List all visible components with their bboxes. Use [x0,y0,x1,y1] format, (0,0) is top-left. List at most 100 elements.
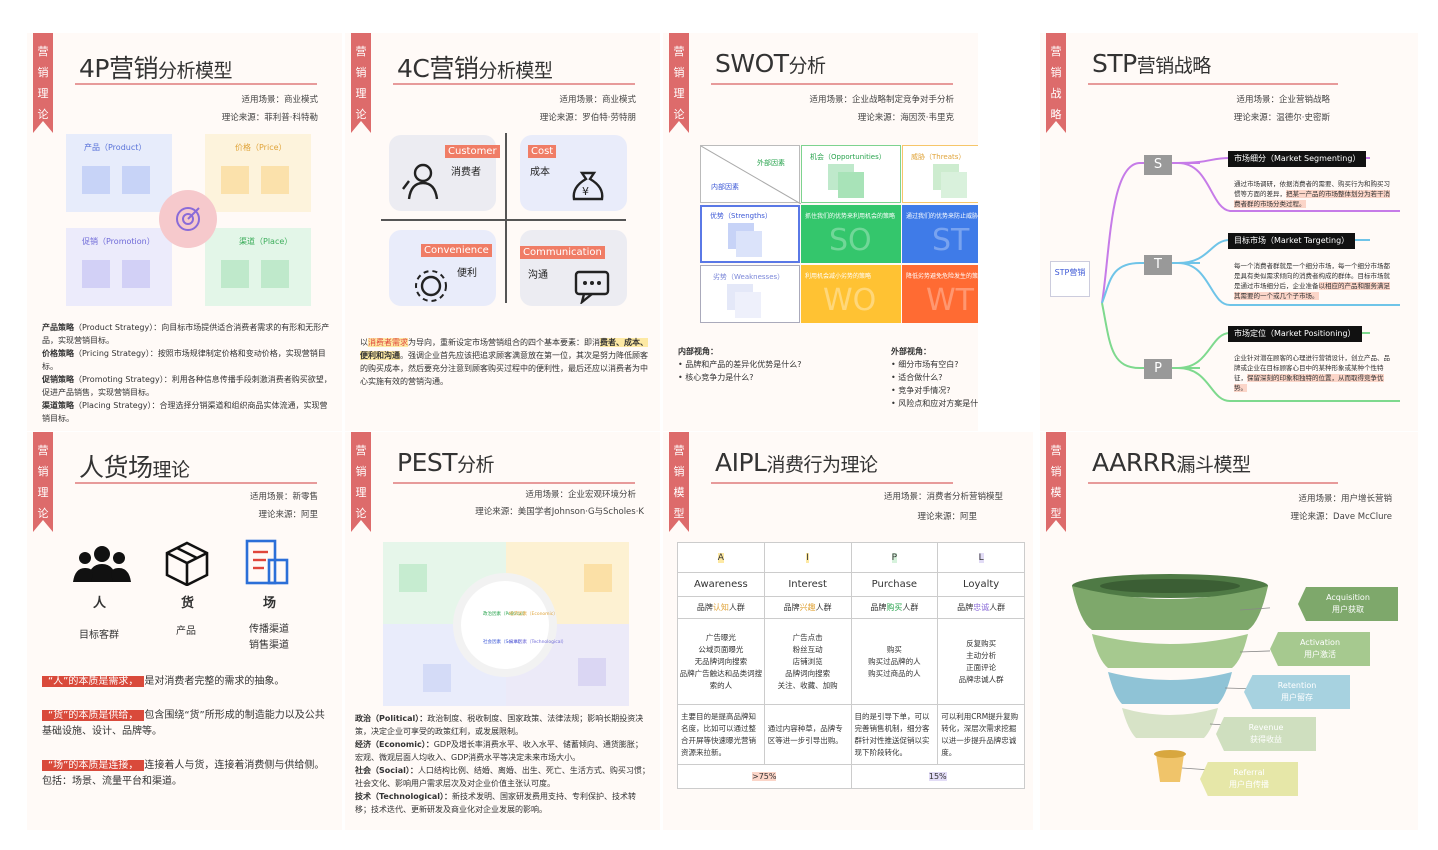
people-icon [73,546,131,582]
ribbon: 营销理论 [669,33,689,133]
title-underline [75,83,317,85]
card-stp: 营销战略 STP营销战略 适用场景：企业营销战略 理论来源：温德尔·史密斯 ST… [1040,33,1418,431]
card-aarrr: 营销模型 AARRR漏斗模型 适用场景：用户增长营销 理论来源：Dave McC… [1040,432,1418,830]
quad-promotion: 促销（Promotion） [66,228,172,306]
svg-text:¥: ¥ [582,185,589,198]
head-segmenting: 市场细分（Market Segmenting） [1228,151,1367,167]
body-segmenting: 通过市场调研，依据消费者的需要、购买行为和购买习惯等方面的差异，把某一产品的市场… [1234,180,1390,208]
strategy-list: 产品策略（Product Strategy）：向目标市场提供适合消费者需求的有形… [42,323,332,423]
letter-p: P [1144,359,1172,379]
col-people-big: 人 [93,596,107,611]
axis-v [505,133,507,303]
quad-product: 产品（Product） [66,134,172,212]
item-cost: Cost 成本 ¥ [520,135,627,211]
head-positioning: 市场定位（Market Positioning） [1228,326,1362,342]
ribbon: 营销战略 [1046,33,1066,133]
swot-grid: 外部因素 内部因素 机会（Opportunities） 威胁（Threats） … [700,145,978,323]
col-people-sub: 目标客群 [79,630,119,641]
scene-label: 适用场景：企业宏观环境分析 [525,490,636,500]
outer-view: 外部视角： • 细分市场有空白? • 适合做什么? • 竞争对手情况? • 风险… [891,347,978,408]
ribbon: 营销理论 [33,432,53,532]
card-4c: 营销理论 4C营销分析模型 适用场景：商业模式 理论来源：罗伯特·劳特朋 Cus… [345,33,660,431]
source-label: 理论来源：菲利普·科特勒 [221,113,318,123]
stp-center: STP营销 [1050,261,1090,297]
item-customer: Customer 消费者 [389,135,500,211]
title-underline [1088,83,1338,85]
4c-description: 以消费者需求为导向，重新设定市场营销组合的四个基本要素：即消费者、成本、便利和沟… [360,338,648,386]
funnel [1072,574,1270,782]
body-targeting: 每一个消费者群就是一个细分市场，每一个细分市场都是具有类似需求倾向的消费者构成的… [1234,262,1390,300]
card-title: STP营销战略 [1092,49,1211,78]
card-swot: 营销理论 SWOT分析 适用场景：企业战略制定竞争对手分析 理论来源：海因茨·韦… [663,33,978,431]
col-field-sub: 传播渠道 销售渠道 [249,624,289,651]
title-underline [75,482,317,484]
card-4p: 营销理论 4P营销分析模型 适用场景：商业模式 理论来源：菲利普·科特勒 产品（… [27,33,342,431]
card-title: 4P营销分析模型 [79,54,233,83]
scene-label: 适用场景：用户增长营销 [1298,494,1392,504]
ribbon: 营销理论 [351,33,371,133]
source-label: 理论来源：罗伯特·劳特朋 [539,113,636,123]
card-title: AIPL消费行为理论 [715,448,878,477]
col-goods-big: 货 [181,596,195,611]
box-icon [165,541,209,586]
quad-place: 渠道（Place） [205,228,311,306]
source-label: 理论来源：海因茨·韦里克 [857,113,954,123]
scene-label: 适用场景：消费者分析营销模型 [883,492,1003,502]
card-title: AARRR漏斗模型 [1092,448,1251,477]
letter-s: S [1144,155,1172,175]
para-goods: “货”的本质是供给，包含围绕“货”所形成的制造能力以及公共基础设施、设计、品牌等… [42,710,325,737]
money-bag-icon: ¥ [572,171,604,201]
card-title: 人货场理论 [79,453,190,482]
card-pest: 营销理论 PEST分析 适用场景：企业宏观环境分析 理论来源：美国学者Johns… [345,432,660,830]
source-label: 理论来源：美国学者Johnson·G与Scholes·K [475,507,644,517]
card-title: 4C营销分析模型 [397,54,553,83]
gear-icon [415,270,447,302]
source-label: 理论来源：温德尔·史密斯 [1233,113,1330,123]
scene-label: 适用场景：企业营销战略 [1236,95,1330,105]
quad-price: 价格（Price） [205,134,311,212]
title-underline [711,83,953,85]
scene-label: 适用场景：商业模式 [559,95,636,105]
body-positioning: 企业针对潜在顾客的心理进行营销设计，创立产品、品牌或企业在目标顾客心目中的某种形… [1234,354,1390,392]
letter-t: T [1144,255,1172,275]
aipl-table: A I P L Awareness Interest Purchase Loya… [677,542,1025,789]
card-rhc: 营销理论 人货场理论 适用场景：新零售 理论来源：阿里 人 目标客群 货 产品 … [27,432,342,830]
person-icon [402,163,439,200]
ribbon: 营销模型 [669,432,689,532]
col-field-big: 场 [263,596,277,611]
source-label: 理论来源：阿里 [917,512,977,522]
axis-h [381,219,626,221]
item-convenience: Convenience 便利 [389,230,496,306]
scene-label: 适用场景：商业模式 [241,95,318,105]
card-title: PEST分析 [397,448,495,477]
ribbon: 营销理论 [351,432,371,532]
card-aipl: 营销模型 AIPL消费行为理论 适用场景：消费者分析营销模型 理论来源：阿里 A… [663,432,1033,830]
item-communication: Communication 沟通 [520,230,627,306]
inner-view: 内部视角： • 品牌和产品的差异化优势是什么? • 核心竞争力是什么? [678,347,802,382]
title-underline [711,482,953,484]
target-icon [159,190,217,248]
pest-ring: 政治因素（Political） 经济因素（Economic） 社会因素（Soci… [453,573,566,677]
pest-list: 政治（Political）：政治制度、税收制度、国家政策、法律法规；影响长期投资… [355,714,650,814]
ribbon: 营销模型 [1046,432,1066,532]
title-underline [393,83,635,85]
chat-icon [574,270,610,304]
scene-label: 适用场景：新零售 [249,492,318,502]
source-label: 理论来源：Dave McClure [1290,512,1392,522]
scene-label: 适用场景：企业战略制定竞争对手分析 [809,95,954,105]
para-field: “场”的本质是连接，连接着人与货，连接着消费侧与供给侧。包括：场景、流量平台和渠… [42,760,325,787]
card-title: SWOT分析 [715,49,826,78]
col-goods-sub: 产品 [176,626,196,637]
head-targeting: 目标市场（Market Targeting） [1228,233,1356,249]
ribbon: 营销理论 [33,33,53,133]
source-label: 理论来源：阿里 [258,510,318,520]
para-people: “人”的本质是需求，是对消费者完整的需求的抽象。 [42,674,332,690]
document-icon [245,539,289,585]
title-underline [1088,482,1338,484]
title-underline [393,482,635,484]
